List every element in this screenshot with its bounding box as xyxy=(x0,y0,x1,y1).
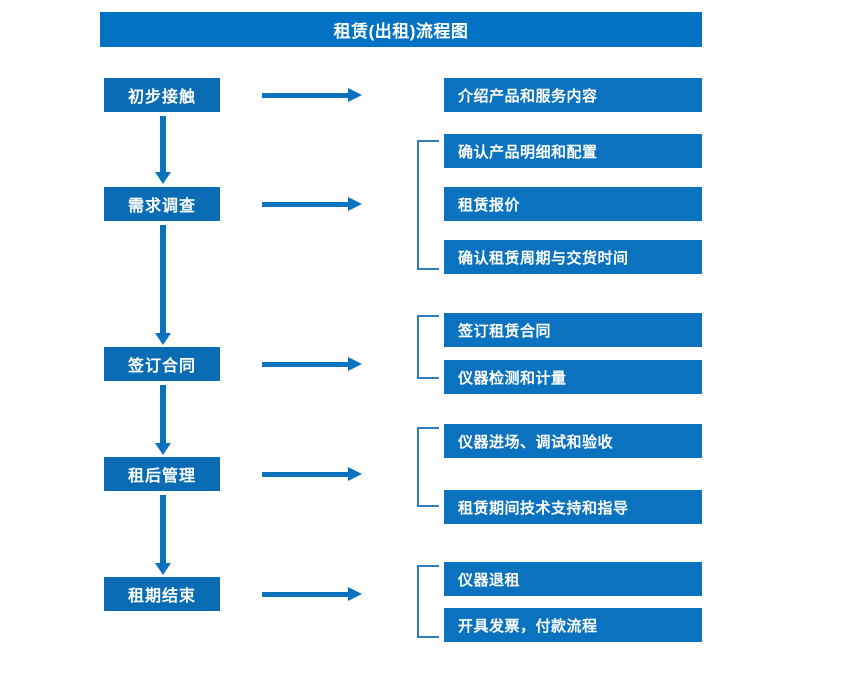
vertical-arrow-2 xyxy=(155,225,171,345)
group-bracket-5 xyxy=(417,565,439,638)
stage-box-4[interactable]: 租后管理 xyxy=(104,457,220,491)
horizontal-arrow-3 xyxy=(262,357,362,371)
group-bracket-3 xyxy=(417,315,439,379)
vertical-arrow-4 xyxy=(155,495,171,575)
horizontal-arrow-5 xyxy=(262,587,362,601)
stage-box-1[interactable]: 初步接触 xyxy=(104,78,220,112)
detail-box-10[interactable]: 开具发票，付款流程 xyxy=(444,608,702,642)
stage-box-3[interactable]: 签订合同 xyxy=(104,347,220,381)
detail-box-6[interactable]: 仪器检测和计量 xyxy=(444,360,702,394)
detail-box-1[interactable]: 介绍产品和服务内容 xyxy=(444,78,702,112)
detail-box-8[interactable]: 租赁期间技术支持和指导 xyxy=(444,490,702,524)
detail-box-3[interactable]: 租赁报价 xyxy=(444,187,702,221)
vertical-arrow-1 xyxy=(155,116,171,184)
detail-box-4[interactable]: 确认租赁周期与交货时间 xyxy=(444,240,702,274)
horizontal-arrow-1 xyxy=(262,88,362,102)
detail-box-9[interactable]: 仪器退租 xyxy=(444,562,702,596)
horizontal-arrow-2 xyxy=(262,197,362,211)
detail-box-5[interactable]: 签订租赁合同 xyxy=(444,313,702,347)
detail-box-2[interactable]: 确认产品明细和配置 xyxy=(444,134,702,168)
stage-box-2[interactable]: 需求调查 xyxy=(104,187,220,221)
stage-box-5[interactable]: 租期结束 xyxy=(104,577,220,611)
horizontal-arrow-4 xyxy=(262,467,362,481)
vertical-arrow-3 xyxy=(155,385,171,455)
page-title: 租赁(出租)流程图 xyxy=(100,12,702,47)
group-bracket-2 xyxy=(417,140,439,270)
group-bracket-4 xyxy=(417,427,439,507)
detail-box-7[interactable]: 仪器进场、调试和验收 xyxy=(444,424,702,458)
